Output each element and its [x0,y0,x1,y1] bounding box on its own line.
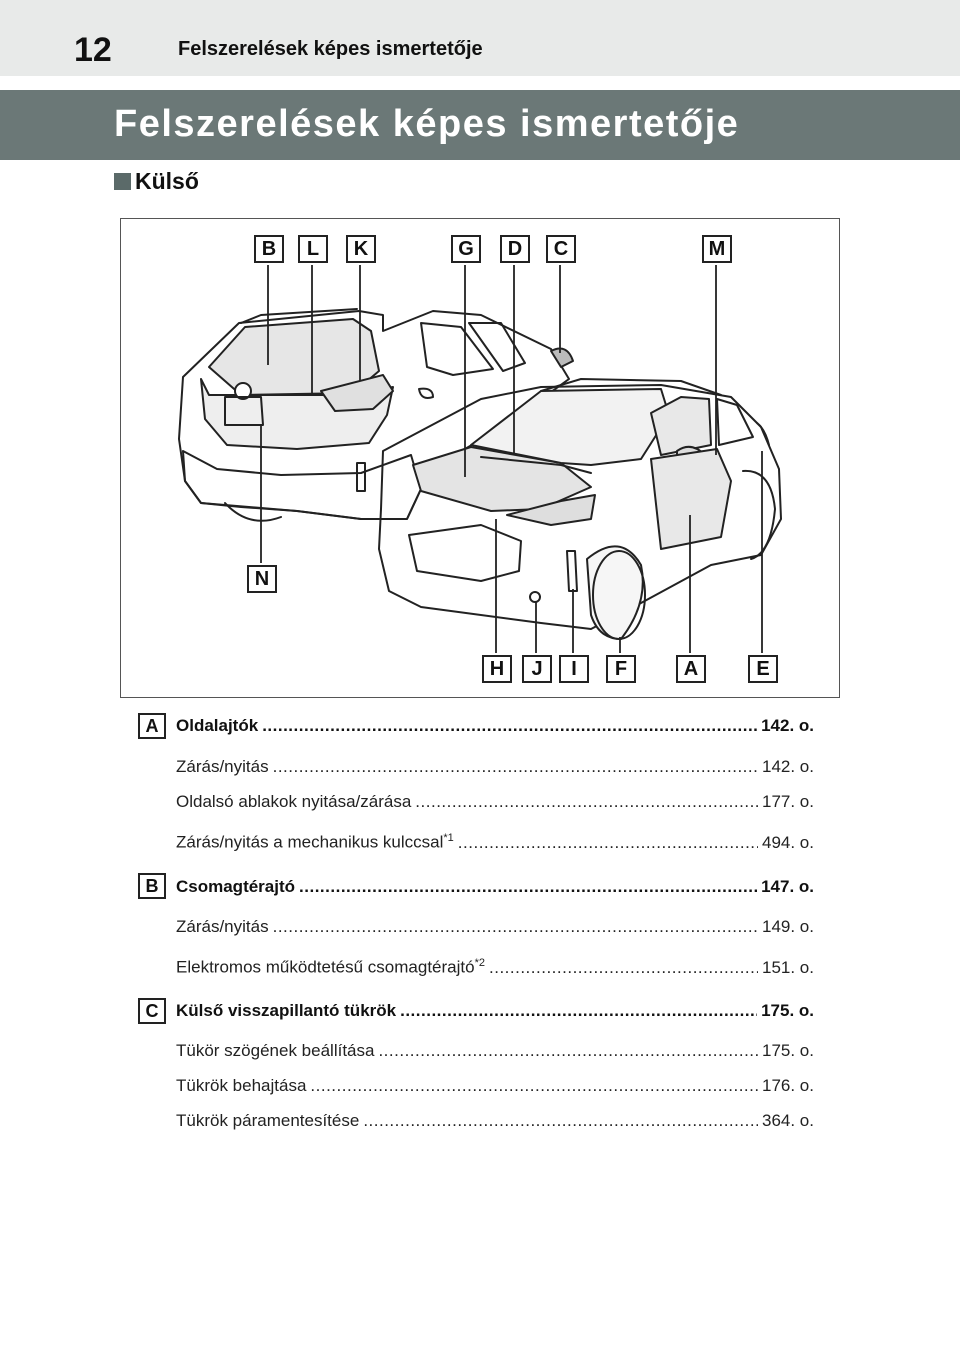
callout-m: M [702,235,732,263]
entry-text: Tükrök páramentesítése [176,1111,359,1131]
leader-dots [415,792,758,812]
callout-h: H [482,655,512,683]
leader-dots [363,1111,758,1131]
entry-page: 142. o. [762,757,814,777]
fog-light-I [567,551,577,591]
toc-subentry[interactable]: Tükrök páramentesítése 364. o. [176,1111,814,1131]
entry-page: 147. o. [761,877,814,897]
entry-page: 175. o. [761,1001,814,1021]
toc-subentry[interactable]: Zárás/nyitás 142. o. [176,757,814,777]
entry-text: Zárás/nyitás [176,757,269,777]
callout-j: J [522,655,552,683]
entry-page: 177. o. [762,792,814,812]
callout-c: C [546,235,576,263]
toc-entry-kulso-tukrok[interactable]: Külső visszapillantó tükrök 175. o. [176,1001,814,1021]
footnote-marker: *2 [475,957,485,969]
callout-d: D [500,235,530,263]
rear-wheel-right [743,471,775,559]
section-heading: Külső [114,168,199,195]
front-door [651,449,731,549]
callout-b: B [254,235,284,263]
entry-text: Oldalsó ablakok nyitása/zárása [176,792,411,812]
callout-f: F [606,655,636,683]
leader-dots [262,716,757,736]
square-bullet-icon [114,173,131,190]
entry-page: 151. o. [762,958,814,978]
front-side-window2 [717,399,753,445]
entry-page: 149. o. [762,917,814,937]
running-title: Felszerelések képes ismertetője [178,38,483,61]
leader-dots [273,757,758,777]
callout-l: L [298,235,328,263]
toc-subentry[interactable]: Tükrök behajtása 176. o. [176,1076,814,1096]
entry-text: Zárás/nyitás [176,917,269,937]
entry-page: 494. o. [762,833,814,853]
vehicle-drawing [121,219,839,697]
entry-text: Tükör szögének beállítása [176,1041,374,1061]
footnote-marker: *1 [443,832,453,844]
front-sensor-J [530,592,540,602]
leader-dots [378,1041,758,1061]
callout-n: N [247,565,277,593]
leader-dots [299,877,757,897]
leader-dots [273,917,758,937]
leader-dots [400,1001,757,1021]
entry-page: 175. o. [762,1041,814,1061]
callout-e: E [748,655,778,683]
side-mirror-C [551,349,573,367]
entry-text: Tükrök behajtása [176,1076,306,1096]
section-letter-b: B [138,873,166,899]
section-letter-a: A [138,713,166,739]
entry-page: 142. o. [761,716,814,736]
entry-title: Külső visszapillantó tükrök [176,1001,396,1021]
callout-g: G [451,235,481,263]
leader-dots [489,958,758,978]
fuel-door [419,389,433,398]
section-heading-label: Külső [135,168,199,194]
callout-i: I [559,655,589,683]
callout-a: A [676,655,706,683]
toc-subentry[interactable]: Tükör szögének beállítása 175. o. [176,1041,814,1061]
page-number: 12 [74,30,112,70]
toc-entry-csomagterajto[interactable]: Csomagtérajtó 147. o. [176,877,814,897]
vehicle-illustration: B L K G D C M N H J I F A E [120,218,840,698]
toc-subentry[interactable]: Zárás/nyitás 149. o. [176,917,814,937]
entry-text: Zárás/nyitás a mechanikus kulccsal [176,833,443,852]
toc-subentry[interactable]: Zárás/nyitás a mechanikus kulccsal*1 494.… [176,832,814,853]
entry-page: 364. o. [762,1111,814,1131]
entry-text: Elektromos működtetésű csomagtérajtó [176,958,475,977]
rear-reflector [357,463,365,491]
toc-subentry[interactable]: Oldalsó ablakok nyitása/zárása 177. o. [176,792,814,812]
rear-side-window [421,323,493,375]
toc-subentry[interactable]: Elektromos működtetésű csomagtérajtó*2 15… [176,957,814,978]
rear-bumper [183,451,421,519]
page-title: Felszerelések képes ismertetője [114,98,739,150]
front-grille [409,525,521,581]
leader-dots [310,1076,758,1096]
toc-entry-oldalajtok[interactable]: Oldalajtók 142. o. [176,716,814,736]
entry-title: Csomagtérajtó [176,877,295,897]
entry-title: Oldalajtók [176,716,258,736]
entry-page: 176. o. [762,1076,814,1096]
callout-k: K [346,235,376,263]
leader-dots [458,833,758,853]
section-letter-c: C [138,998,166,1024]
